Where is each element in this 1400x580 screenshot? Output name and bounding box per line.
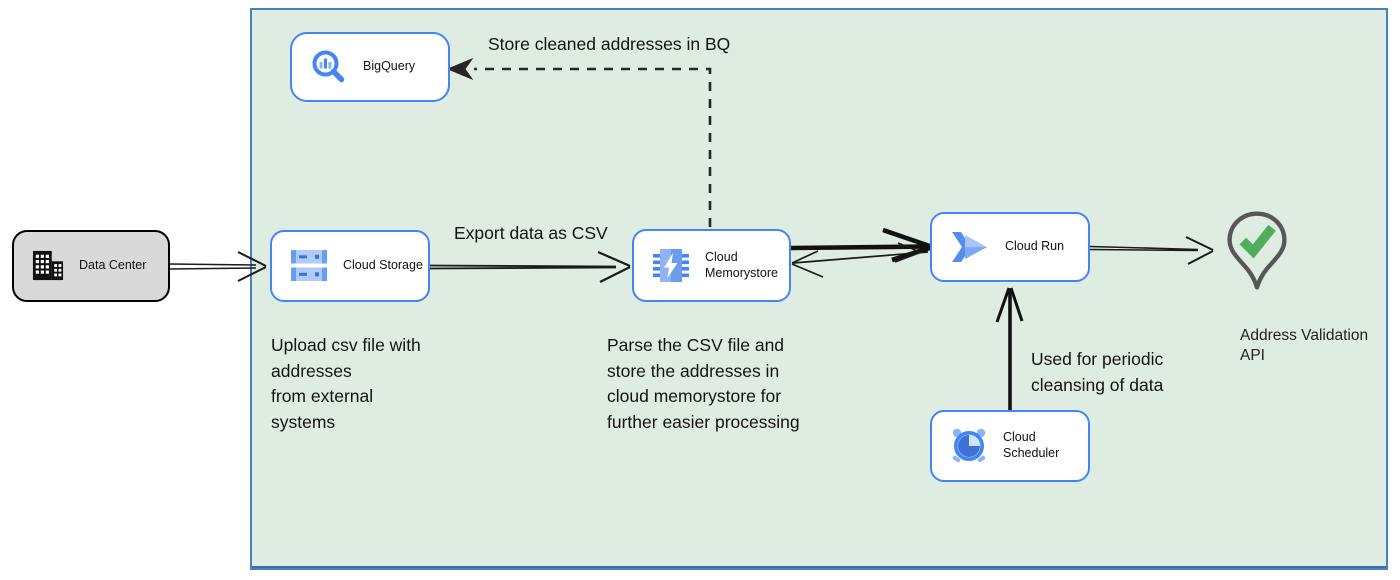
cloud-storage-label: Cloud Storage [343,258,423,273]
cloud-run-label: Cloud Run [1005,239,1065,254]
bigquery-label: BigQuery [363,59,416,74]
node-bigquery[interactable]: BigQuery [290,32,450,102]
node-cloud-scheduler[interactable]: Cloud Scheduler [930,410,1090,482]
node-cloud-storage[interactable]: Cloud Storage [270,230,430,302]
cloud-scheduler-icon [949,426,989,466]
cloud-storage-icon [289,247,329,285]
annotation-store-bq: Store cleaned addresses in BQ [488,34,731,54]
map-pin-icon [1227,211,1287,290]
cloud-run-icon [949,229,991,265]
annotation-parse-csv: Parse the CSV file and store the address… [607,335,800,432]
node-data-center[interactable]: Data Center [12,230,170,302]
data-center-icon [31,250,65,282]
gcp-boundary-container [250,8,1388,570]
annotation-upload-csv: Upload csv file with addresses from exte… [271,335,421,432]
checkmark-icon [1239,224,1276,259]
address-validation-pin[interactable] [1220,208,1294,310]
annotation-export-csv: Export data as CSV [454,223,608,243]
bigquery-icon [309,47,349,87]
annotation-periodic-cleanse: Used for periodic cleansing of data [1031,349,1164,395]
cloud-memorystore-label: Cloud Memorystore [705,249,778,280]
node-cloud-run[interactable]: Cloud Run [930,212,1090,282]
cloud-memorystore-icon [651,245,691,287]
data-center-label: Data Center [79,258,147,273]
node-cloud-memorystore[interactable]: Cloud Memorystore [632,229,791,302]
address-validation-label: Address Validation API [1240,327,1369,364]
cloud-scheduler-label: Cloud Scheduler [1003,430,1060,460]
